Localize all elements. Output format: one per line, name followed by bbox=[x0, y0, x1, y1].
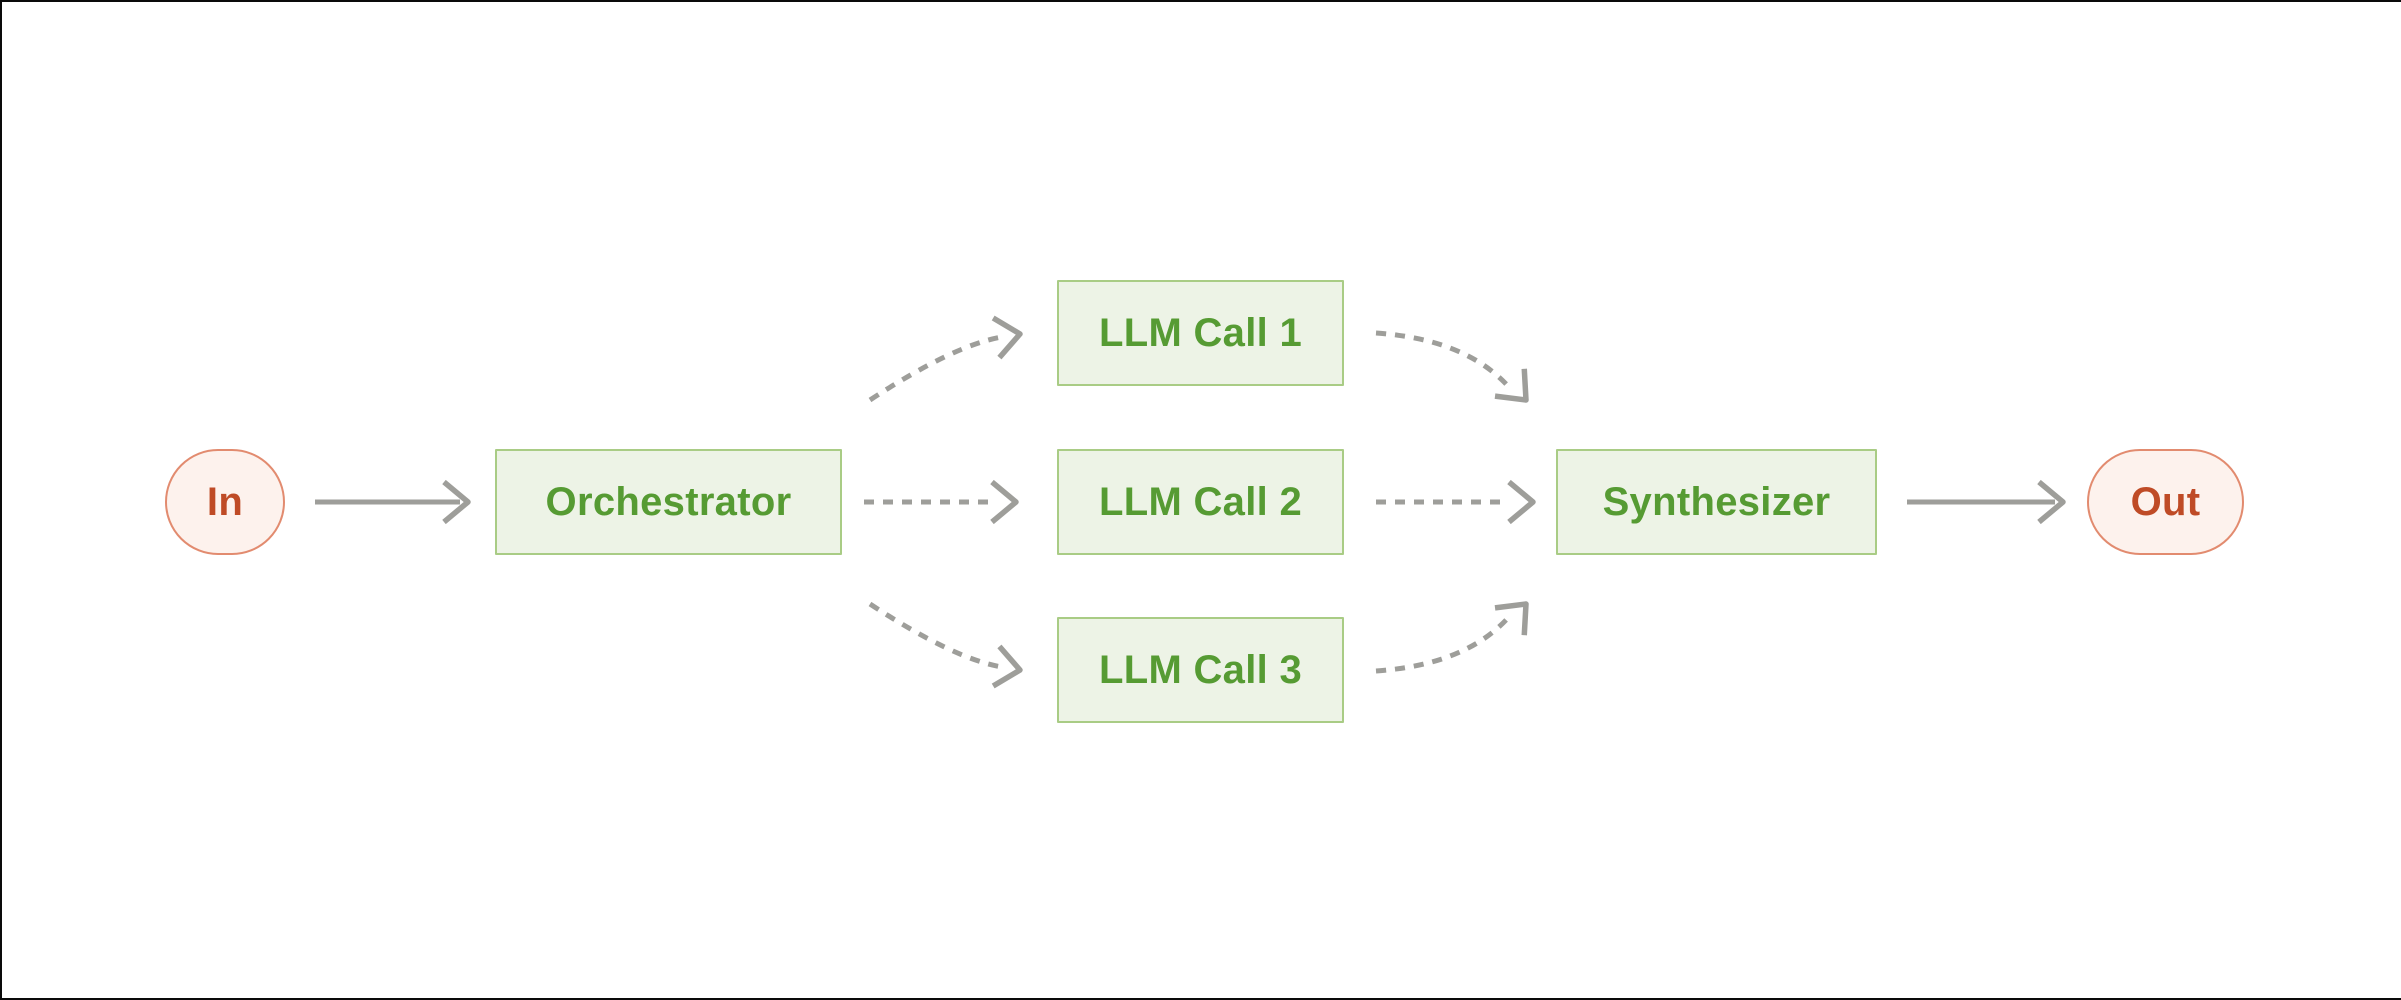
node-synthesizer-label: Synthesizer bbox=[1602, 479, 1831, 524]
node-llm-call-1: LLM Call 1 bbox=[1057, 280, 1344, 386]
node-in: In bbox=[165, 449, 285, 555]
node-orchestrator-label: Orchestrator bbox=[545, 479, 792, 524]
edge-orchestrator-llm2 bbox=[864, 479, 1019, 525]
node-out-label: Out bbox=[2130, 479, 2201, 524]
node-llm-call-2-label: LLM Call 2 bbox=[1098, 479, 1303, 524]
node-llm-call-1-label: LLM Call 1 bbox=[1098, 310, 1303, 355]
edge-llm3-synthesizer bbox=[1375, 601, 1529, 674]
node-llm-call-2: LLM Call 2 bbox=[1057, 449, 1344, 555]
node-llm-call-3-label: LLM Call 3 bbox=[1098, 647, 1303, 692]
node-out: Out bbox=[2087, 449, 2244, 555]
edge-in-orchestrator bbox=[315, 479, 471, 525]
edge-synthesizer-out bbox=[1907, 479, 2066, 525]
node-orchestrator: Orchestrator bbox=[495, 449, 842, 555]
edge-orchestrator-llm3 bbox=[868, 601, 1023, 689]
edge-llm2-synthesizer bbox=[1376, 479, 1536, 525]
node-llm-call-3: LLM Call 3 bbox=[1057, 617, 1344, 723]
edge-llm1-synthesizer bbox=[1375, 330, 1529, 403]
node-synthesizer: Synthesizer bbox=[1556, 449, 1877, 555]
edge-orchestrator-llm1 bbox=[868, 315, 1023, 403]
node-in-label: In bbox=[206, 479, 244, 524]
